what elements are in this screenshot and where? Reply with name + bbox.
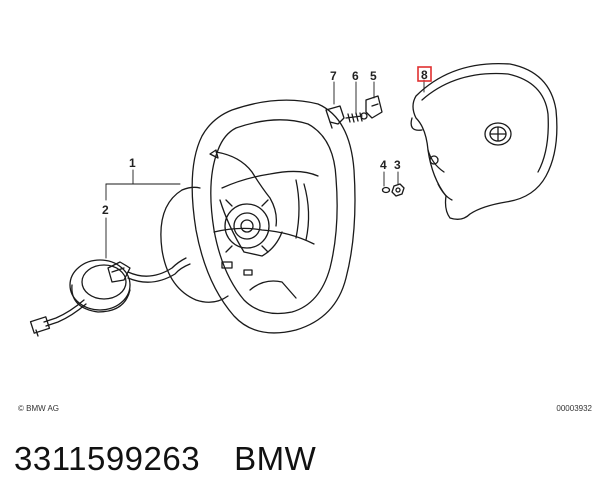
- copyright-notice: © BMW AG: [18, 404, 60, 413]
- callout-8: 8: [421, 68, 428, 82]
- document-number: 00003932: [556, 404, 592, 413]
- callout-8-highlight: [417, 66, 432, 82]
- contact-unit-part: [29, 257, 191, 337]
- callout-5: 5: [370, 69, 377, 83]
- airbag-module-part: [410, 62, 558, 220]
- clip-part: [325, 105, 345, 129]
- washer-part: [381, 186, 391, 194]
- callout-1: 1: [129, 156, 136, 170]
- part-number: 3311599263: [14, 440, 201, 477]
- steering-wheel-part: [160, 99, 356, 334]
- callout-6: 6: [352, 69, 359, 83]
- brand-name: BMW: [234, 440, 317, 477]
- screw-part: [345, 112, 368, 123]
- leader-lines: [105, 79, 425, 259]
- callout-4: 4: [380, 158, 387, 172]
- parts-diagram: 1 2 7 6 5 4 3 8: [29, 62, 558, 337]
- callout-3: 3: [394, 158, 401, 172]
- callout-7: 7: [330, 69, 337, 83]
- nut-part: [391, 183, 405, 197]
- footer-caption: 3311599263 BMW: [14, 440, 316, 478]
- callout-2: 2: [102, 203, 109, 217]
- contact-part: [365, 95, 383, 119]
